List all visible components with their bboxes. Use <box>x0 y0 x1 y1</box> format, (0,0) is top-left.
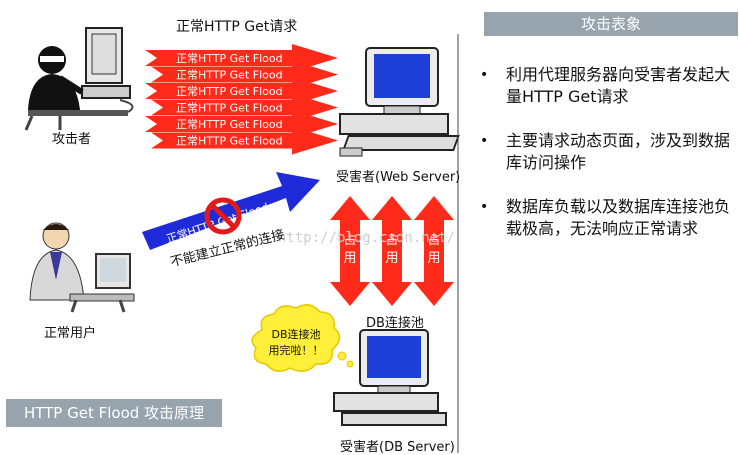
flood-arrow <box>151 60 338 89</box>
occupied-label: 占 <box>343 233 356 248</box>
attacker-label: 攻击者 <box>52 132 92 147</box>
flood-arrow-label: 正常HTTP Get Flood <box>176 135 283 148</box>
occupied-arrow <box>414 196 454 306</box>
list-item: 利用代理服务器向受害者发起大量HTTP Get请求 <box>478 64 740 108</box>
flood-arrows: 正常HTTP Get Flood 正常HTTP Get Flood 正常HTTP G… <box>145 44 338 155</box>
occupied-label: 用 <box>343 251 356 266</box>
attacker-icon <box>24 27 134 131</box>
web-server-icon <box>339 47 460 157</box>
flood-arrow <box>151 93 338 122</box>
normal-user-label: 正常用户 <box>44 326 97 341</box>
flood-arrow-label: 正常HTTP Get Flood <box>176 118 283 131</box>
occupied-label: 用 <box>385 251 398 266</box>
db-pool-label: DB连接池 <box>366 316 424 331</box>
svg-text:用完啦！！: 用完啦！！ <box>269 343 324 357</box>
svg-text:http://blog.csdn.net/: http://blog.csdn.net/ <box>278 230 455 246</box>
flood-arrow-label: 正常HTTP Get Flood <box>176 85 283 98</box>
occupied-arrow <box>372 196 412 306</box>
cloud-bubble: DB连接池 用完啦！！ <box>251 304 354 372</box>
panel-title: 攻击表象 <box>484 12 738 36</box>
db-server-label: 受害者(DB Server) <box>340 440 455 455</box>
symptom-list: 利用代理服务器向受害者发起大量HTTP Get请求 主要请求动态页面，涉及到数据… <box>478 64 740 262</box>
db-server-icon <box>333 329 447 426</box>
flood-arrow <box>145 110 338 138</box>
occupied-arrow <box>330 196 370 306</box>
occupied-label: 占 <box>427 233 440 248</box>
svg-text:DB连接池: DB连接池 <box>271 328 320 341</box>
flood-arrow <box>145 44 338 72</box>
flood-arrow-label: 正常HTTP Get Flood <box>176 52 283 65</box>
flood-arrow <box>145 77 338 105</box>
flood-arrow-label: 正常HTTP Get Flood <box>176 69 283 82</box>
attack-symptoms-panel: 攻击表象 利用代理服务器向受害者发起大量HTTP Get请求 主要请求动态页面，… <box>458 12 740 453</box>
normal-user-icon <box>29 222 135 313</box>
web-server-label: 受害者(Web Server) <box>336 170 461 185</box>
occupied-label: 用 <box>427 251 440 266</box>
no-entry-icon <box>204 197 242 235</box>
occupied-label: 占 <box>385 233 398 248</box>
top-label: 正常HTTP Get请求 <box>176 19 298 35</box>
list-item: 主要请求动态页面，涉及到数据库访问操作 <box>478 130 740 174</box>
list-item: 数据库负载以及数据库连接池负载极高，无法响应正常请求 <box>478 196 740 240</box>
flood-arrow-label: 正常HTTP Get Flood <box>176 102 283 115</box>
footer-label: HTTP Get Flood 攻击原理 <box>6 399 222 427</box>
flood-arrow <box>151 126 338 155</box>
